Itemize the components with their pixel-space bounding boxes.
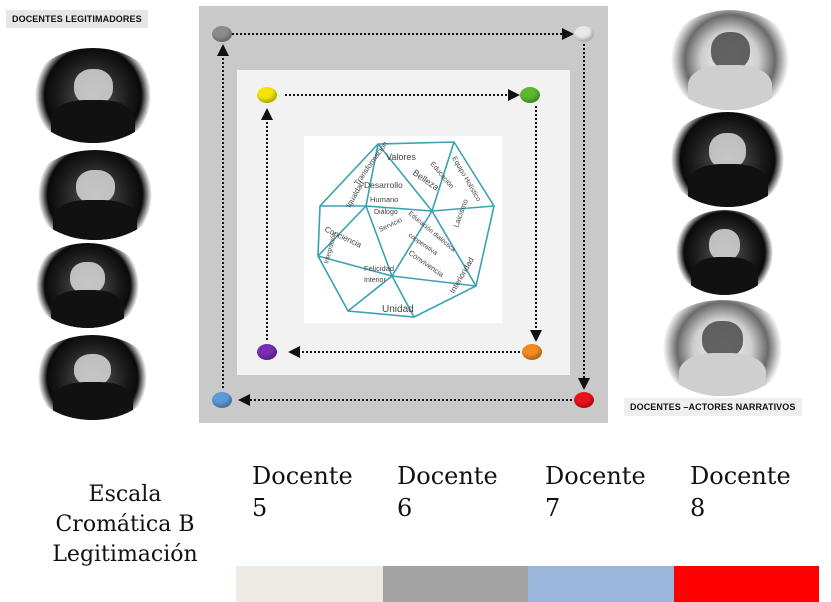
portrait-left-1 [28,48,158,143]
narrative-actors-label: DOCENTES –ACTORES NARRATIVOS [624,398,802,416]
swatch-docente-6 [383,566,528,602]
word-laicismo: Laicismo [451,198,470,229]
portrait-left-4 [30,335,155,420]
scale-title-line-1: Escala [88,482,162,507]
icosahedron-box: Valores Equipo Holístico Educación Trans… [304,136,502,323]
word-unidad: Unidad [382,304,414,315]
legitimizing-teachers-label: DOCENTES LEGITIMADORES [6,10,148,28]
word-humano: Humano [370,195,398,204]
swatch-docente-8 [674,566,819,602]
swatch-docente-7 [528,566,674,602]
icosahedron-figure: Valores Equipo Holístico Educación Trans… [317,140,495,318]
portrait-right-1 [665,10,795,110]
dot-white [574,26,594,42]
word-igualdad: Igualdad [344,180,366,209]
scale-title-line-3: Legitimación [52,542,198,567]
word-interior: Interior [364,277,386,284]
dot-gray [212,26,232,42]
word-valores: Valores [386,152,416,162]
word-convivencia: Convivencia [407,248,446,279]
portrait-right-2 [665,112,790,207]
word-dialogo: Diálogo [374,209,398,216]
swatch-docente-5 [236,566,383,602]
portrait-right-3 [672,210,777,295]
scale-title-line-2: Cromática B [55,512,195,537]
dot-green [520,87,540,103]
portrait-left-2 [30,150,160,240]
dot-orange [522,344,542,360]
portrait-left-3 [30,243,145,328]
scale-title: Escala Cromática B Legitimación [20,480,230,570]
word-desarrollo: Desarrollo [364,180,403,190]
dot-purple [257,344,277,360]
dot-yellow [257,87,277,103]
word-servicio: Servicio [378,217,404,234]
dot-red [574,392,594,408]
word-felicidad: Felicidad [364,264,394,273]
dot-blue [212,392,232,408]
portrait-right-4 [655,300,790,396]
